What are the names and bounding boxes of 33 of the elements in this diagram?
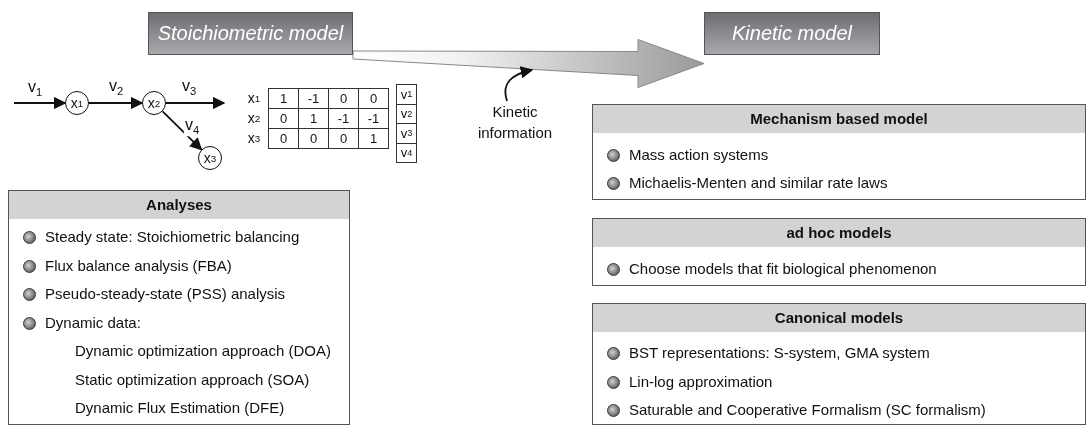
model-panel — [592, 303, 1086, 425]
model-panel — [592, 218, 1086, 286]
curved-arrow — [504, 66, 534, 102]
panel-heading: Mechanism based model — [593, 105, 1085, 133]
list-item-text: Michaelis-Menten and similar rate laws — [629, 173, 888, 193]
list-item-text: Flux balance analysis (FBA) — [45, 255, 232, 276]
arrow — [13, 96, 67, 110]
list-item-text: Pseudo-steady-state (PSS) analysis — [45, 284, 286, 304]
arrow — [161, 110, 203, 151]
list-item-text: Dynamic data: — [45, 312, 141, 333]
list-item-text: Static optimization approach (SOA) — [75, 369, 310, 390]
model-title-box: Stoichiometric model — [148, 12, 353, 55]
matrix-cell: 1 — [358, 128, 389, 149]
list-item-text: Choose models that fit biological phenomenon — [629, 259, 937, 279]
list-item-text: Dynamic Flux Estimation (DFE) — [75, 398, 285, 418]
arrow — [165, 96, 226, 110]
model-title-box: Kinetic model — [704, 12, 880, 55]
panel-heading: ad hoc models — [593, 219, 1085, 247]
list-item-text: Saturable and Cooperative Formalism (SC formalism) — [629, 400, 986, 420]
matrix-cell: 0 — [268, 128, 299, 149]
panel-heading: Analyses — [9, 191, 349, 219]
list-item-text: Mass action systems — [629, 145, 769, 165]
list-item-text: BST representations: S-system, GMA system — [629, 343, 930, 363]
list-item-text: Lin-log approximation — [629, 371, 773, 392]
list-item-text: Steady state: Stoichiometric balancing — [45, 227, 300, 247]
annotation-text: Kinetic information — [462, 101, 568, 145]
model-panel — [592, 104, 1086, 200]
matrix-cell: 0 — [358, 88, 389, 109]
panel-heading: Canonical models — [593, 304, 1085, 332]
block-arrow — [352, 39, 705, 88]
model-panel — [8, 190, 350, 425]
arrow — [88, 96, 144, 110]
list-item-text: Dynamic optimization approach (DOA) — [75, 341, 331, 361]
